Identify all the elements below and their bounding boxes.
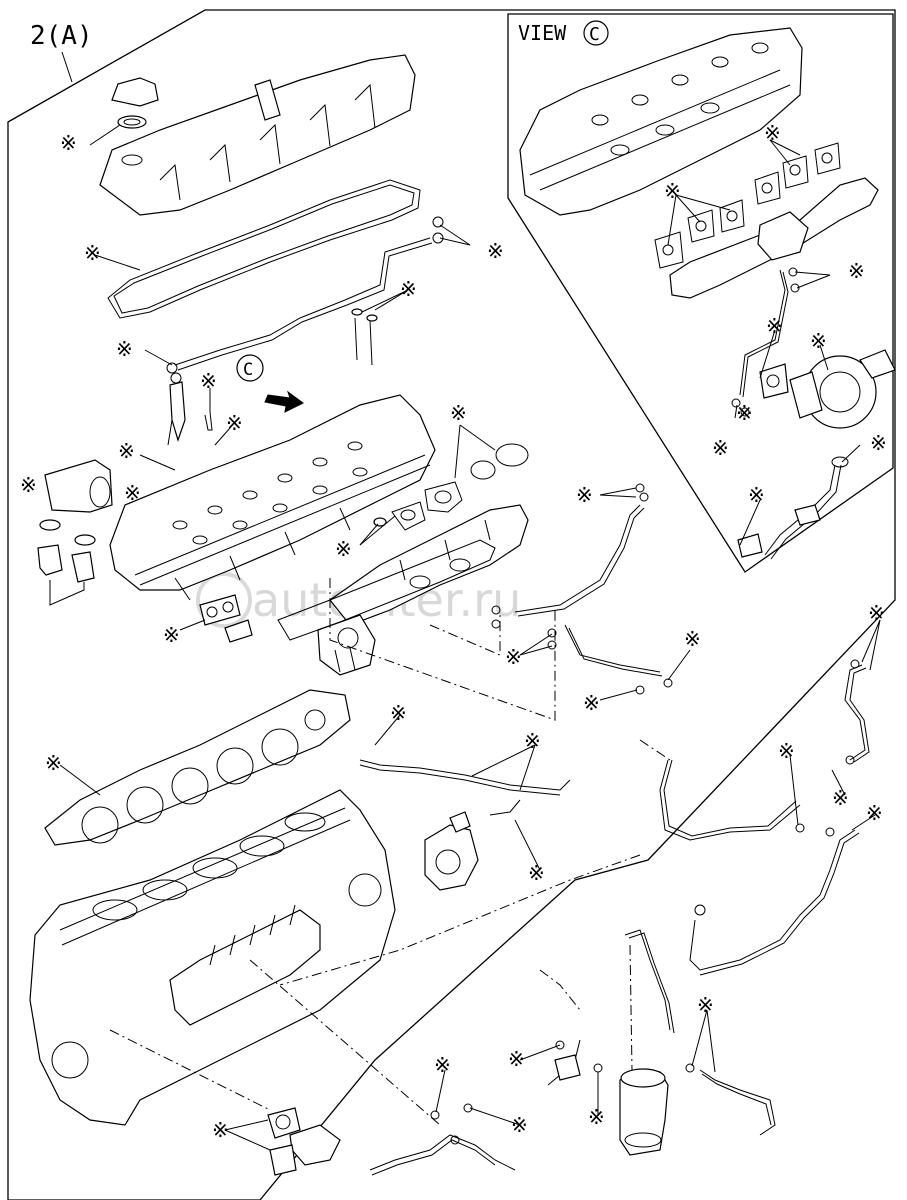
water-pump bbox=[317, 614, 376, 676]
replacement-mark: ※ bbox=[697, 993, 714, 1017]
cylinder-head-gasket bbox=[44, 689, 351, 846]
replacement-mark: ※ bbox=[664, 179, 681, 203]
replacement-mark: ※ bbox=[766, 314, 783, 338]
replacement-mark: ※ bbox=[576, 483, 593, 507]
replacement-mark: ※ bbox=[226, 411, 243, 435]
replacement-mark: ※ bbox=[528, 861, 545, 885]
water-outlet-lower bbox=[267, 1107, 341, 1176]
replacement-mark: ※ bbox=[200, 369, 217, 393]
view-c-inset: VIEW C bbox=[507, 13, 896, 573]
replacement-mark: ※ bbox=[588, 1105, 605, 1129]
replacement-mark: ※ bbox=[848, 259, 865, 283]
oil-pipe-lower bbox=[564, 624, 661, 673]
rocker-cover-ribs bbox=[121, 83, 376, 201]
fuel-pipe-bottom bbox=[369, 1134, 516, 1171]
exhaust-outlet-flange bbox=[757, 211, 809, 261]
replacement-mark: ※ bbox=[45, 751, 62, 775]
replacement-mark: ※ bbox=[778, 739, 795, 763]
replacement-mark: ※ bbox=[118, 439, 135, 463]
intake-manifold bbox=[329, 504, 529, 626]
fuel-pipe-right-1 bbox=[659, 759, 801, 841]
leak-off-pipe bbox=[204, 411, 213, 431]
breather-pipe bbox=[174, 237, 431, 366]
replacement-mark: ※ bbox=[810, 329, 827, 353]
cylinder-head-view-c bbox=[519, 27, 803, 216]
replacement-mark: ※ bbox=[163, 623, 180, 647]
fuel-filter bbox=[619, 1068, 669, 1156]
view-direction-arrow bbox=[264, 390, 304, 413]
replacement-mark: ※ bbox=[712, 436, 729, 460]
injection-pump bbox=[169, 904, 321, 1026]
assembly-frame bbox=[7, 9, 896, 1200]
replacement-mark: ※ bbox=[400, 277, 417, 301]
head-gasket-bores bbox=[81, 709, 326, 844]
cylinder-head bbox=[109, 394, 436, 591]
assembly-label: 2(A) bbox=[30, 21, 93, 51]
assembly-label-leader bbox=[61, 51, 73, 83]
replacement-mark: ※ bbox=[124, 481, 141, 505]
replacement-marks: ※ ※ ※ ※ ※ ※ ※ ※ ※ ※ ※ ※ ※ ※ ※ ※ ※ ※ ※ ※ … bbox=[20, 121, 887, 1142]
replacement-mark: ※ bbox=[487, 239, 504, 263]
rocker-cover bbox=[99, 54, 416, 216]
view-label: VIEW bbox=[518, 21, 567, 45]
replacement-mark: ※ bbox=[684, 627, 701, 651]
exhaust-manifold-gaskets bbox=[654, 142, 841, 269]
replacement-mark: ※ bbox=[212, 1118, 229, 1142]
replacement-mark: ※ bbox=[511, 1113, 528, 1137]
replacement-mark: ※ bbox=[832, 786, 849, 810]
oil-filler-cap bbox=[111, 77, 159, 129]
replacement-mark: ※ bbox=[583, 691, 600, 715]
thermostat bbox=[37, 544, 95, 583]
fuel-pipe-center bbox=[359, 759, 571, 791]
replacement-mark: ※ bbox=[335, 537, 352, 561]
replacement-mark: ※ bbox=[116, 337, 133, 361]
fuel-return-pipe bbox=[699, 1069, 776, 1136]
replacement-mark: ※ bbox=[870, 431, 887, 455]
fuel-pipe-right-2 bbox=[844, 664, 866, 761]
replacement-mark: ※ bbox=[736, 401, 753, 425]
view-c-marker: C bbox=[243, 360, 253, 380]
replacement-mark: ※ bbox=[866, 801, 883, 825]
cylinder-block-bores bbox=[51, 807, 382, 1079]
thermostat-housing bbox=[44, 459, 113, 513]
replacement-mark: ※ bbox=[450, 401, 467, 425]
replacement-mark: ※ bbox=[868, 601, 885, 625]
thermostat-ring bbox=[39, 519, 61, 531]
rocker-cover-gasket bbox=[107, 179, 421, 319]
water-outlet bbox=[199, 594, 253, 643]
cylinder-head-ports bbox=[134, 441, 431, 601]
replacement-mark: ※ bbox=[84, 241, 101, 265]
replacement-mark: ※ bbox=[508, 1047, 525, 1071]
replacement-mark: ※ bbox=[505, 645, 522, 669]
replacement-mark: ※ bbox=[764, 121, 781, 145]
fuel-feed-pump bbox=[424, 811, 479, 891]
replacement-mark: ※ bbox=[748, 483, 765, 507]
turbocharger bbox=[789, 349, 896, 429]
replacement-mark: ※ bbox=[434, 1053, 451, 1077]
view-c-marker-circle bbox=[236, 354, 264, 382]
view-letter: C bbox=[589, 24, 600, 45]
replacement-mark: ※ bbox=[524, 729, 541, 753]
fuel-pipe-right-3 bbox=[689, 829, 856, 971]
o-ring-gaskets bbox=[373, 443, 529, 531]
replacement-mark: ※ bbox=[20, 473, 37, 497]
fuel-filter-pipe bbox=[624, 929, 671, 1031]
replacement-mark: ※ bbox=[60, 131, 77, 155]
turbo-oil-feed-line bbox=[739, 269, 786, 396]
leader-lines bbox=[59, 124, 881, 1151]
injector-nozzle bbox=[167, 381, 186, 446]
turbo-gasket bbox=[759, 363, 789, 399]
oil-pipe-upper bbox=[514, 504, 641, 613]
replacement-mark: ※ bbox=[390, 701, 407, 725]
view-letter-circle bbox=[583, 20, 609, 46]
